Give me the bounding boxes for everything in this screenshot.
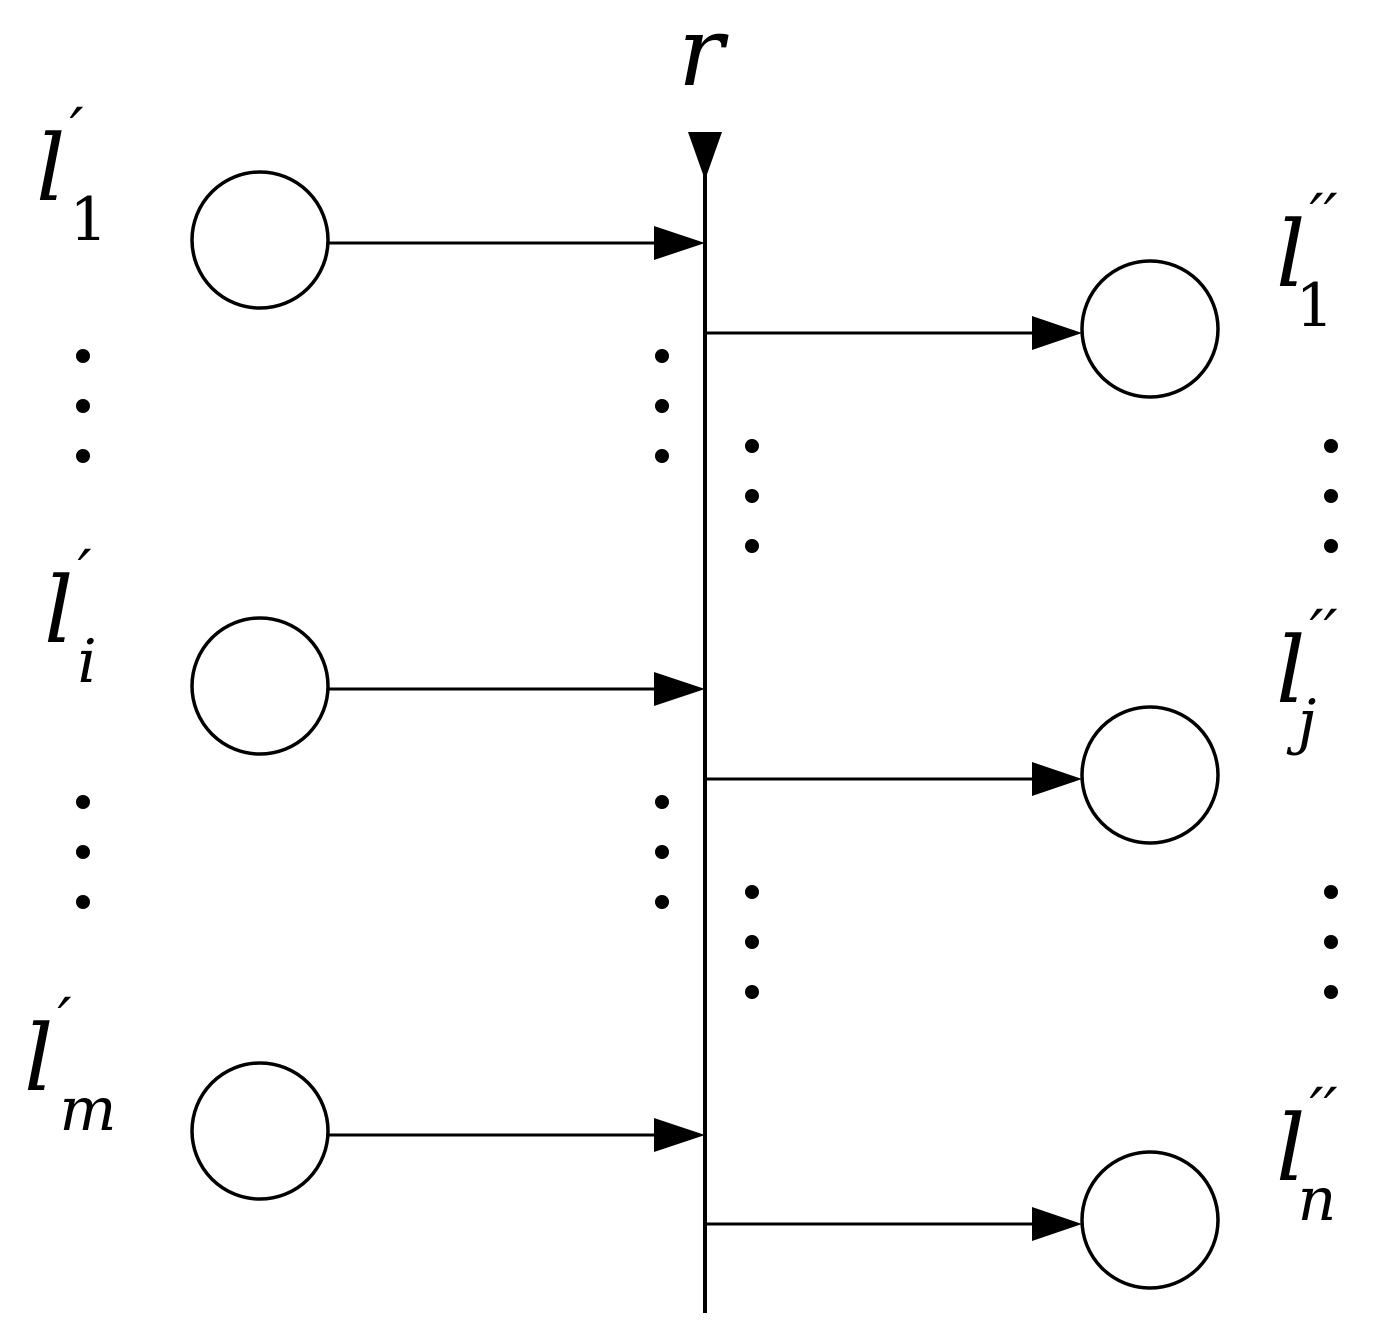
bus-entry-arrowhead [688, 132, 722, 180]
ellipsis-inputs-lower [76, 795, 90, 909]
input-node-i: l′i [44, 536, 705, 756]
input-node-m: l′m [24, 984, 705, 1201]
output-label-n: l′′n [1276, 1074, 1338, 1235]
output-edge-1-arrowhead [1032, 316, 1082, 350]
ellipsis-outputs-upper [1324, 439, 1338, 553]
output-node-1-circle [1080, 259, 1220, 399]
output-node-1: l′′1 [705, 180, 1338, 399]
ellipsis-bus-out-upper [745, 439, 759, 553]
input-node-1-circle [190, 170, 330, 310]
output-node-j-circle [1080, 705, 1220, 845]
ellipsis-outputs-lower [1324, 885, 1338, 999]
output-label-j: l′′j [1276, 596, 1338, 757]
output-node-n-circle [1080, 1150, 1220, 1290]
output-node-j: l′′j [705, 596, 1338, 845]
ellipsis-inputs-upper [76, 349, 90, 463]
resource-label: r [678, 0, 729, 108]
input-label-m: l′m [24, 984, 116, 1145]
input-node-m-circle [190, 1061, 330, 1201]
input-edge-1-arrowhead [654, 226, 705, 260]
ellipsis-bus-in-lower [655, 795, 669, 909]
input-node-1: l′1 [36, 94, 705, 310]
output-label-1: l′′1 [1276, 180, 1338, 341]
output-node-n: l′′n [705, 1074, 1338, 1290]
input-label-i: l′i [44, 536, 97, 697]
input-edge-m-arrowhead [654, 1118, 705, 1152]
output-edge-j-arrowhead [1032, 762, 1082, 796]
input-edge-i-arrowhead [654, 672, 705, 706]
input-label-1: l′1 [36, 94, 108, 255]
input-node-i-circle [190, 616, 330, 756]
output-edge-n-arrowhead [1032, 1207, 1082, 1241]
ellipsis-bus-out-lower [745, 885, 759, 999]
ellipsis-bus-in-upper [655, 349, 669, 463]
